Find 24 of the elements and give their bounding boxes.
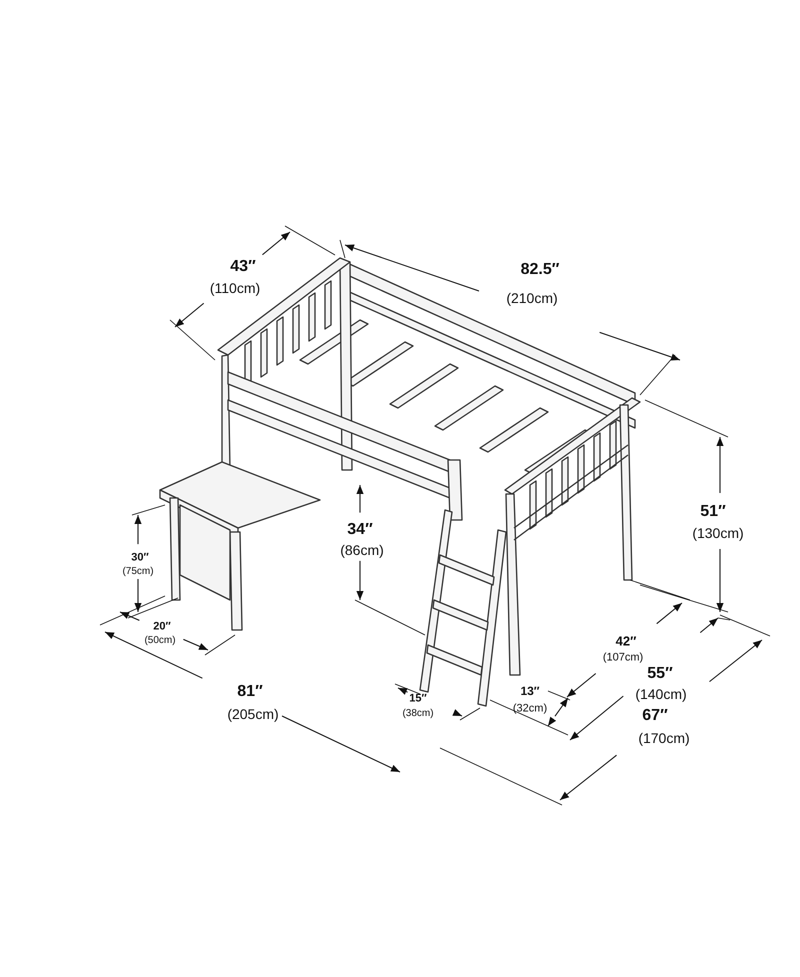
- dimension-label: (75cm): [122, 567, 154, 577]
- dimension-label: (110cm): [210, 281, 260, 295]
- dimension-label: 42″: [616, 634, 636, 648]
- dimension-label: (107cm): [602, 652, 644, 664]
- dimension-label: 15″: [409, 694, 427, 704]
- dimension-label: 34″: [347, 522, 373, 538]
- dimension-label: (205cm): [227, 707, 279, 721]
- dimension-label: 55″: [647, 666, 673, 682]
- dimension-label: 82.5″: [520, 262, 560, 278]
- dimension-label: 51″: [700, 504, 726, 520]
- dimension-label: 81″: [237, 684, 263, 700]
- dimension-label: 30″: [131, 552, 149, 564]
- dimension-label: 43″: [230, 259, 256, 275]
- dimension-label: (140cm): [635, 687, 687, 701]
- dimension-label: (32cm): [512, 704, 548, 714]
- dimension-label: (50cm): [144, 636, 176, 646]
- dimension-label: 67″: [642, 708, 668, 724]
- dimension-label: (210cm): [506, 291, 558, 305]
- dimension-label: (130cm): [692, 526, 744, 540]
- dimension-label: (38cm): [402, 709, 434, 719]
- dimension-label: (170cm): [638, 731, 690, 745]
- dimension-label: (86cm): [340, 543, 384, 557]
- dimension-label: 13″: [520, 685, 540, 697]
- dimension-label: 20″: [153, 622, 171, 632]
